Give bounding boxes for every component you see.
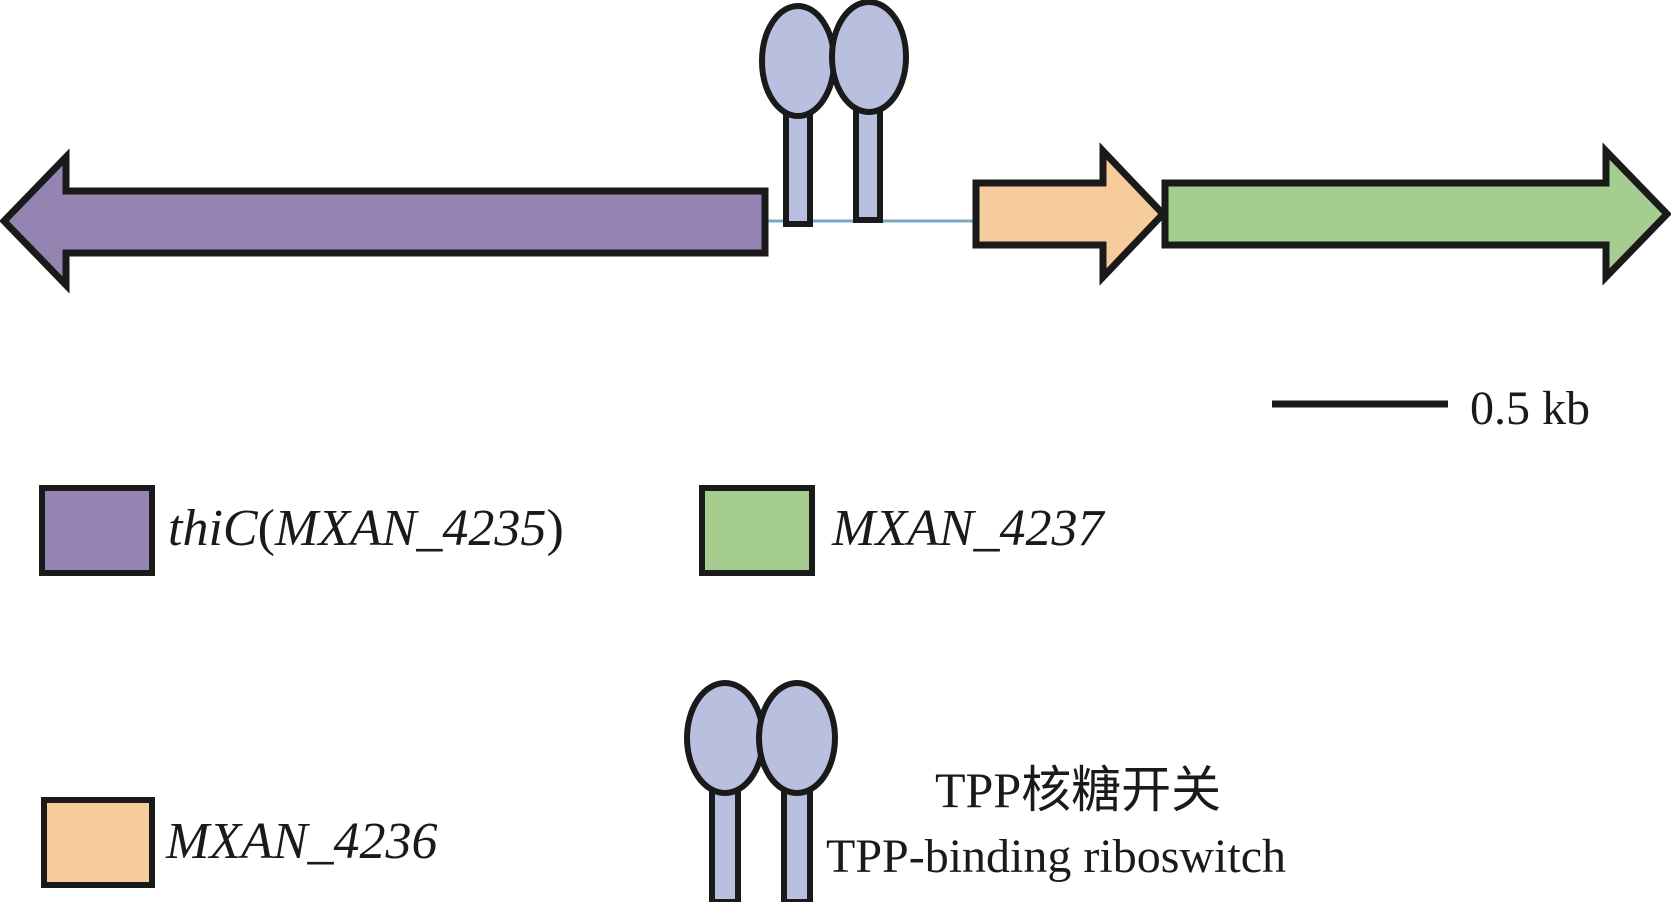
legend-label-riboswitch-zh: TPP核糖开关 [935,762,1222,818]
legend-label-thiC-name: thiC [168,500,258,557]
riboswitch-stem [853,107,883,223]
legend-label-riboswitch-en: TPP-binding riboswitch [826,830,1287,883]
riboswitch-loop [759,3,837,119]
legend-riboswitch-icon [684,680,838,902]
legend-label-MXAN_4237: MXAN_4237 [832,500,1104,557]
legend-label-thiC: thiC(MXAN_4235) [168,503,564,555]
riboswitch-loop [684,680,766,796]
riboswitch-stem [781,787,813,902]
gene-arrow-MXAN_4236 [972,142,1168,286]
legend-swatch-thiC [39,485,155,576]
legend-label-thiC-paren-close: ) [546,500,564,557]
legend-label-thiC-locus: MXAN_4235 [274,500,547,557]
riboswitch-loop [756,680,838,796]
legend-swatch-MXAN_4236 [41,797,155,888]
gene-arrow-MXAN_4237 [1161,142,1671,286]
riboswitch-stem [783,111,813,227]
legend-label-MXAN_4236: MXAN_4236 [166,813,438,870]
riboswitch-stem [709,787,741,902]
riboswitch-1 [759,3,837,227]
riboswitch-loop [829,0,909,115]
legend-label-thiC-paren-open: ( [257,500,275,557]
gene-arrow-thiC [0,148,769,294]
scale-bar-label: 0.5 kb [1470,382,1590,435]
riboswitch-2 [829,0,909,223]
legend-swatch-MXAN_4237 [699,485,815,576]
